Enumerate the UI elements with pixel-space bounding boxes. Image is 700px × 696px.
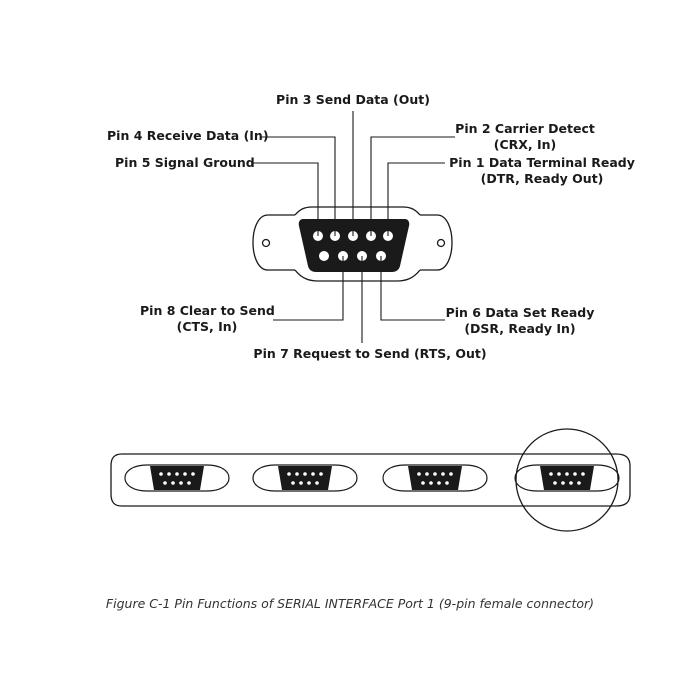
panel-port-1	[124, 464, 230, 492]
panel-port-4	[514, 464, 620, 492]
panel-port-insert	[278, 466, 332, 490]
panel-outline	[110, 453, 631, 507]
rear-panel	[110, 428, 631, 532]
label-pin-1: Pin 1 Data Terminal Ready (DTR, Ready Ou…	[449, 155, 635, 186]
leader-pin-5	[251, 162, 319, 236]
connector-shell-top	[294, 206, 421, 216]
panel-port-pin	[577, 481, 581, 485]
panel-port-pin	[291, 481, 295, 485]
label-pin-4: Pin 4 Receive Data (In)	[107, 128, 269, 143]
label-pin-6: Pin 6 Data Set Ready (DSR, Ready In)	[445, 305, 595, 336]
panel-port-pin	[303, 472, 307, 476]
panel-port-pin	[581, 472, 585, 476]
figure-caption: Figure C-1 Pin Functions of SERIAL INTER…	[105, 596, 595, 611]
panel-port-shell	[514, 464, 620, 492]
panel-port-shell	[124, 464, 230, 492]
panel-port-insert	[150, 466, 204, 490]
panel-port-pin	[307, 481, 311, 485]
panel-port-2	[252, 464, 358, 492]
panel-port-3	[382, 464, 488, 492]
connector-shell-outline	[252, 214, 453, 271]
panel-port-pin	[569, 481, 573, 485]
panel-port-pin	[445, 481, 449, 485]
panel-port-pin	[287, 472, 291, 476]
label-pin-3: Pin 3 Send Data (Out)	[276, 92, 430, 107]
panel-port-pin	[163, 481, 167, 485]
leader-pin-8	[273, 256, 344, 321]
panel-port-pin	[557, 472, 561, 476]
panel-port-pin	[553, 481, 557, 485]
highlight-circle	[515, 428, 619, 532]
panel-port-pin	[549, 472, 553, 476]
leader-pin-1	[387, 162, 445, 236]
flange-hole-right	[436, 238, 446, 248]
panel-port-pin	[425, 472, 429, 476]
flange-hole-left	[261, 238, 271, 248]
leader-pin-4	[261, 136, 336, 236]
panel-port-pin	[565, 472, 569, 476]
panel-port-insert	[408, 466, 462, 490]
panel-port-pin	[561, 481, 565, 485]
panel-port-pin	[449, 472, 453, 476]
panel-port-pin	[175, 472, 179, 476]
panel-port-pin	[417, 472, 421, 476]
connector-shell-bottom	[294, 269, 421, 282]
panel-port-pin	[429, 481, 433, 485]
leader-pin-2	[370, 136, 455, 236]
panel-port-shell	[252, 464, 358, 492]
panel-port-pin	[187, 481, 191, 485]
leader-pin-6	[380, 256, 445, 321]
panel-port-pin	[433, 472, 437, 476]
panel-port-pin	[183, 472, 187, 476]
panel-port-pin	[441, 472, 445, 476]
panel-port-pin	[295, 472, 299, 476]
panel-port-pin	[421, 481, 425, 485]
panel-port-pin	[179, 481, 183, 485]
panel-port-pin	[299, 481, 303, 485]
panel-port-pin	[311, 472, 315, 476]
panel-port-pin	[191, 472, 195, 476]
panel-port-pin	[437, 481, 441, 485]
panel-port-pin	[167, 472, 171, 476]
panel-port-pin	[573, 472, 577, 476]
connector-insert	[298, 219, 410, 272]
panel-port-pin	[171, 481, 175, 485]
panel-port-pin	[159, 472, 163, 476]
panel-port-shell	[382, 464, 488, 492]
pin-9	[319, 251, 329, 261]
panel-port-pin	[319, 472, 323, 476]
panel-port-pin	[315, 481, 319, 485]
label-pin-2: Pin 2 Carrier Detect (CRX, In)	[455, 121, 595, 152]
label-pin-7: Pin 7 Request to Send (RTS, Out)	[253, 346, 487, 361]
label-pin-8: Pin 8 Clear to Send (CTS, In)	[140, 303, 275, 334]
label-pin-5: Pin 5 Signal Ground	[115, 155, 255, 170]
panel-port-insert	[540, 466, 594, 490]
